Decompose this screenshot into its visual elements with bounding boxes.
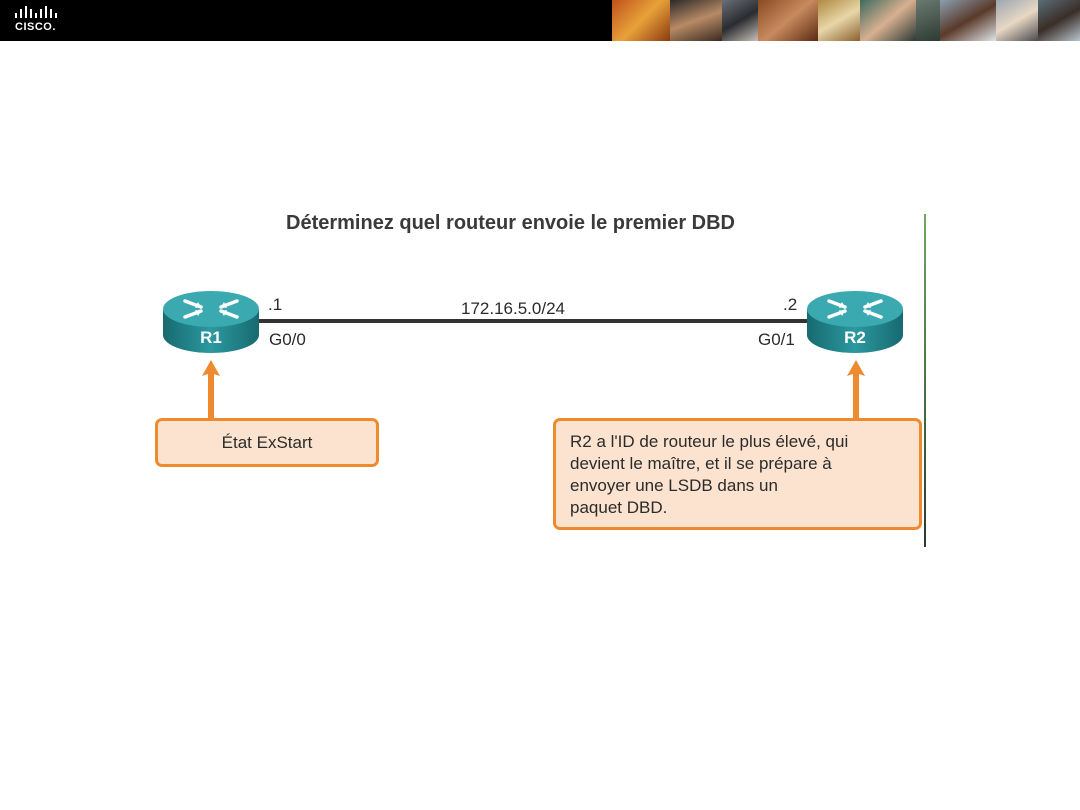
cisco-bars-icon [15, 6, 57, 18]
photo-9 [996, 0, 1038, 41]
callout-r2-line: paquet DBD. [570, 498, 668, 517]
router-icon [807, 291, 903, 353]
header-bar: CISCO. [0, 0, 1080, 41]
arrow-up-icon [847, 360, 865, 420]
network-link [255, 319, 815, 323]
callout-r2-line: R2 a l'ID de routeur le plus élevé, qui [570, 432, 849, 451]
r2-interface-label: G0/1 [758, 330, 795, 349]
photo-strip [612, 0, 1080, 41]
cisco-logo: CISCO. [14, 6, 64, 36]
callout-r1: État ExStart [155, 418, 379, 467]
photo-1 [612, 0, 670, 41]
callout-r2-line: devient le maître, et il se prépare à [570, 454, 832, 473]
router-r1-name: R1 [200, 328, 222, 347]
router-r2: R2 [805, 287, 905, 355]
photo-5 [818, 0, 860, 41]
arrow-up-icon [202, 360, 220, 420]
diagram-title: Déterminez quel routeur envoie le premie… [286, 212, 736, 234]
divider-line [924, 214, 926, 547]
photo-4 [758, 0, 818, 41]
photo-7 [916, 0, 940, 41]
router-r2-name: R2 [844, 328, 866, 347]
router-icon [163, 291, 259, 353]
photo-8 [940, 0, 996, 41]
router-r1: R1 [161, 287, 261, 355]
photo-3 [722, 0, 758, 41]
callout-r2-line: envoyer une LSDB dans un [570, 476, 778, 495]
photo-2 [670, 0, 722, 41]
r1-host-label: .1 [268, 295, 283, 314]
r2-host-label: .2 [783, 295, 798, 314]
network-label: 172.16.5.0/24 [461, 299, 565, 318]
logo-text: CISCO. [15, 21, 56, 33]
r1-interface-label: G0/0 [269, 330, 306, 349]
callout-r2: R2 a l'ID de routeur le plus élevé, qui … [553, 418, 922, 530]
photo-6 [860, 0, 916, 41]
photo-10 [1038, 0, 1080, 41]
